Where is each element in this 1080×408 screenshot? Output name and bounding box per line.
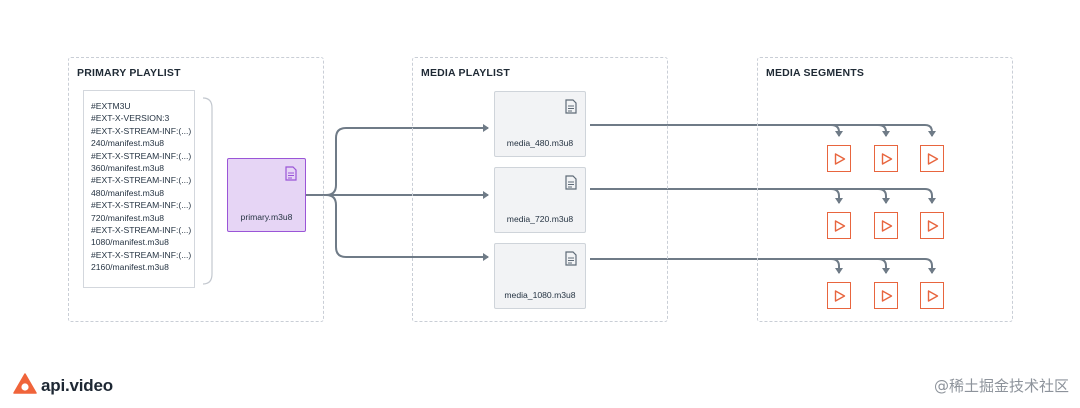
wire-480-seg1 [830, 124, 843, 137]
media-segment [874, 212, 898, 239]
media-playlist-file-720: media_720.m3u8 [494, 167, 586, 233]
code-line: 240/manifest.m3u8 [91, 138, 165, 149]
media-segment [874, 282, 898, 309]
media-playlist-file-480: media_480.m3u8 [494, 91, 586, 157]
primary-playlist-title: PRIMARY PLAYLIST [77, 67, 181, 79]
watermark: @稀土掘金技术社区 [933, 377, 1069, 395]
media-segment [827, 145, 851, 172]
wire-480-seg2 [877, 124, 890, 137]
media-playlist-title: MEDIA PLAYLIST [421, 67, 510, 79]
code-line: 360/manifest.m3u8 [91, 163, 165, 174]
media-file-name: media_720.m3u8 [506, 214, 574, 224]
primary-playlist-code: #EXTM3U #EXT-X-VERSION:3 #EXT-X-STREAM-I… [83, 90, 195, 288]
media-file-name: media_480.m3u8 [506, 138, 574, 148]
document-icon [565, 99, 577, 119]
play-icon [834, 220, 846, 232]
code-line: #EXT-X-VERSION:3 [91, 113, 170, 124]
wire-primary-media-1080 [306, 194, 489, 261]
code-line: #EXT-X-STREAM-INF:(...) [91, 200, 192, 211]
brand-name: api.video [41, 376, 113, 395]
media-segment [920, 282, 944, 309]
media-segment [920, 212, 944, 239]
media-segment [827, 212, 851, 239]
media-segments-title: MEDIA SEGMENTS [766, 67, 865, 79]
code-line: 480/manifest.m3u8 [91, 187, 165, 198]
code-line: #EXT-X-STREAM-INF:(...) [91, 150, 192, 161]
code-line: 720/manifest.m3u8 [91, 212, 165, 223]
code-line: #EXTM3U [91, 101, 131, 111]
media-file-name: media_1080.m3u8 [504, 290, 576, 300]
document-icon [285, 166, 297, 186]
wire-720-segments [590, 188, 936, 204]
code-line: #EXT-X-STREAM-INF:(...) [91, 175, 192, 186]
play-icon [881, 220, 893, 232]
code-line: #EXT-X-STREAM-INF:(...) [91, 249, 192, 260]
brace [202, 97, 213, 285]
wire-480-segments [590, 124, 936, 137]
document-icon [565, 175, 577, 195]
primary-file-name: primary.m3u8 [240, 212, 293, 222]
wire-720-seg2 [877, 188, 890, 204]
primary-playlist-file: primary.m3u8 [227, 158, 306, 232]
media-playlist-panel: MEDIA PLAYLIST [412, 57, 668, 322]
primary-playlist-panel: PRIMARY PLAYLIST [68, 57, 324, 322]
play-icon [881, 153, 893, 165]
media-segment [827, 282, 851, 309]
wire-720-seg1 [830, 188, 843, 204]
play-icon [927, 290, 939, 302]
api-video-logo [13, 373, 37, 394]
play-icon [881, 290, 893, 302]
wire-1080-seg2 [877, 258, 890, 274]
code-line: 1080/manifest.m3u8 [91, 237, 169, 248]
code-line: #EXT-X-STREAM-INF:(...) [91, 225, 192, 236]
media-segment [874, 145, 898, 172]
play-icon [834, 290, 846, 302]
play-icon [927, 153, 939, 165]
media-playlist-file-1080: media_1080.m3u8 [494, 243, 586, 309]
wire-1080-segments [590, 258, 936, 274]
wire-1080-seg1 [830, 258, 843, 274]
code-line: #EXT-X-STREAM-INF:(...) [91, 125, 192, 136]
media-segment [920, 145, 944, 172]
document-icon [565, 251, 577, 271]
code-line: 2160/manifest.m3u8 [91, 262, 169, 273]
play-icon [927, 220, 939, 232]
media-segments-panel: MEDIA SEGMENTS [757, 57, 1013, 322]
play-icon [834, 153, 846, 165]
